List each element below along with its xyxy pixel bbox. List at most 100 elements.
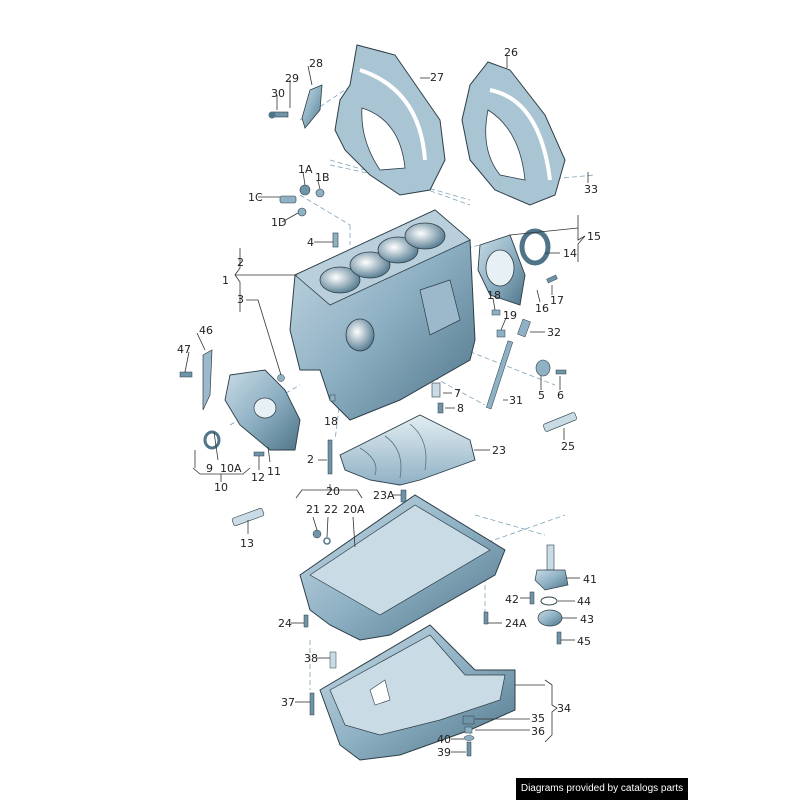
callout-10[interactable]: 10 [214, 481, 228, 494]
callout-36[interactable]: 36 [531, 725, 545, 738]
callout-1b[interactable]: 1B [315, 171, 330, 184]
callout-28[interactable]: 28 [309, 57, 323, 70]
bushing-38[interactable] [329, 651, 337, 669]
front-cover-10a[interactable] [224, 369, 301, 451]
bolt-12[interactable] [253, 451, 265, 457]
dipstick-tube-31[interactable] [486, 340, 514, 410]
callout-44[interactable]: 44 [577, 595, 591, 608]
gasket-26[interactable] [461, 61, 566, 206]
seal-flange-15[interactable] [477, 234, 526, 306]
seal-9[interactable] [203, 430, 221, 450]
callout-41[interactable]: 41 [583, 573, 597, 586]
bolt-30[interactable] [268, 111, 289, 119]
gasket-27[interactable] [334, 44, 446, 196]
oil-nozzle-7[interactable] [431, 382, 441, 398]
o-ring-44[interactable] [540, 596, 558, 606]
callout-45[interactable]: 45 [577, 635, 591, 648]
callout-1c[interactable]: 1C [248, 191, 263, 204]
callout-27[interactable]: 27 [430, 71, 444, 84]
callout-13[interactable]: 13 [240, 537, 254, 550]
callout-17[interactable]: 17 [550, 294, 564, 307]
bolt-45[interactable] [556, 631, 562, 645]
rubber-mount-35[interactable] [462, 715, 475, 725]
callout-11[interactable]: 11 [267, 465, 281, 478]
callout-2-upper[interactable]: 2 [237, 256, 244, 269]
callout-15[interactable]: 15 [587, 230, 601, 243]
bolt-47[interactable] [179, 371, 193, 378]
callout-18-lower[interactable]: 18 [324, 415, 338, 428]
callout-24a[interactable]: 24A [505, 617, 527, 630]
callout-25[interactable]: 25 [561, 440, 575, 453]
bolt-42[interactable] [529, 591, 535, 605]
callout-22[interactable]: 22 [324, 503, 338, 516]
plug-3[interactable] [277, 374, 285, 382]
callout-19[interactable]: 19 [503, 309, 517, 322]
sensor-1c[interactable] [279, 184, 325, 217]
seal-14[interactable] [519, 228, 551, 266]
bracket-46[interactable] [202, 349, 213, 411]
callout-39[interactable]: 39 [437, 746, 451, 759]
cover-43[interactable] [537, 609, 563, 627]
seal-ring-22[interactable] [323, 537, 331, 545]
cylinder-block[interactable] [289, 209, 476, 421]
callout-43[interactable]: 43 [580, 613, 594, 626]
callout-35[interactable]: 35 [531, 712, 545, 725]
callout-21[interactable]: 21 [306, 503, 320, 516]
sleeve-18[interactable] [491, 309, 501, 316]
callout-20a[interactable]: 20A [343, 503, 365, 516]
bolt-2[interactable] [327, 439, 333, 475]
callout-1d[interactable]: 1D [271, 216, 287, 229]
callout-9[interactable]: 9 [206, 462, 213, 475]
oil-spray-jet-5[interactable] [535, 359, 551, 377]
callout-4[interactable]: 4 [307, 236, 314, 249]
callout-1[interactable]: 1 [222, 274, 229, 287]
callout-10a[interactable]: 10A [220, 462, 242, 475]
callout-8[interactable]: 8 [457, 402, 464, 415]
spacer-36[interactable] [464, 726, 473, 734]
sleeve-18-lower[interactable] [329, 394, 336, 402]
callout-23a[interactable]: 23A [373, 489, 395, 502]
callout-29[interactable]: 29 [285, 72, 299, 85]
callout-5[interactable]: 5 [538, 389, 545, 402]
guide-tube-32[interactable] [517, 318, 531, 338]
oil-level-sensor-41[interactable] [534, 544, 569, 591]
sealant-tube-13[interactable] [231, 508, 265, 526]
bolt-17[interactable] [546, 274, 558, 284]
callout-1a[interactable]: 1A [298, 163, 313, 176]
callout-40[interactable]: 40 [437, 733, 451, 746]
oil-pan-lower-34[interactable] [319, 624, 516, 761]
callout-42[interactable]: 42 [505, 593, 519, 606]
callout-26[interactable]: 26 [504, 46, 518, 59]
callout-7[interactable]: 7 [454, 387, 461, 400]
callout-46[interactable]: 46 [199, 324, 213, 337]
callout-6[interactable]: 6 [557, 389, 564, 402]
bracket-28[interactable] [301, 84, 323, 129]
callout-3[interactable]: 3 [237, 293, 244, 306]
bolt-39[interactable] [466, 741, 472, 757]
callout-24[interactable]: 24 [278, 617, 292, 630]
callout-30[interactable]: 30 [271, 87, 285, 100]
callout-38[interactable]: 38 [304, 652, 318, 665]
bolt-24a[interactable] [483, 611, 489, 625]
drain-plug-21[interactable] [312, 529, 322, 539]
callout-37[interactable]: 37 [281, 696, 295, 709]
bolt-8[interactable] [437, 402, 444, 414]
callout-32[interactable]: 32 [547, 326, 561, 339]
callout-34[interactable]: 34 [557, 702, 571, 715]
sealant-tube-25[interactable] [543, 412, 578, 432]
bolt-6[interactable] [555, 369, 567, 375]
callout-16[interactable]: 16 [535, 302, 549, 315]
callout-18-upper[interactable]: 18 [487, 289, 501, 302]
dowel-pin-4[interactable] [332, 232, 339, 248]
callout-14[interactable]: 14 [563, 247, 577, 260]
washer-40[interactable] [463, 735, 475, 741]
callout-2-lower[interactable]: 2 [307, 453, 314, 466]
bolt-24[interactable] [303, 614, 309, 628]
sleeve-19[interactable] [496, 329, 506, 338]
callout-20[interactable]: 20 [326, 485, 340, 498]
callout-23[interactable]: 23 [492, 444, 506, 457]
callout-47[interactable]: 47 [177, 343, 191, 356]
baffle-plate-23[interactable] [339, 414, 476, 486]
bolt-23a[interactable] [400, 489, 407, 503]
callout-31[interactable]: 31 [509, 394, 523, 407]
